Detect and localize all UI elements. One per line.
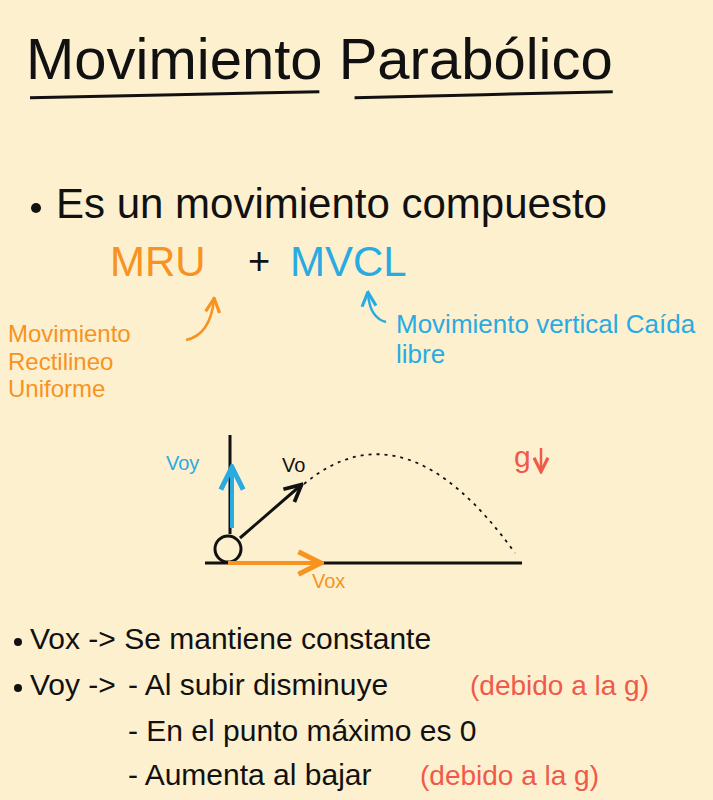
vox-vector — [228, 561, 318, 565]
leader-arrow — [186, 300, 214, 340]
projectile-ball — [215, 536, 241, 562]
vector-label: Voy — [166, 452, 199, 475]
bullet-dot — [14, 684, 22, 692]
vector-label: Vo — [282, 454, 305, 477]
acronym-meaning: Movimiento vertical Caída libre — [396, 310, 696, 370]
bullet-dot — [14, 638, 22, 646]
title-underline — [30, 92, 319, 98]
acronym: MRU — [110, 238, 206, 286]
note-text: Voy -> — [30, 668, 116, 703]
bullet-dot — [31, 203, 41, 213]
title-underline — [355, 92, 613, 98]
v0-vector — [240, 486, 300, 538]
vertical-axis — [229, 435, 232, 534]
gravity-arrow — [540, 448, 543, 470]
leader-arrow — [368, 294, 386, 322]
acronym: MVCL — [290, 238, 407, 286]
note-text: - Aumenta al bajar — [128, 758, 371, 793]
note-text: - En el punto máximo es 0 — [128, 714, 477, 749]
note-text: Vox -> Se mantiene constante — [30, 622, 431, 657]
vector-label: Vox — [312, 570, 345, 593]
note-remark: (debido a la g) — [470, 670, 649, 702]
voy-vector — [230, 470, 234, 528]
title-text: Movimiento Parabólico — [26, 26, 613, 93]
note-text: - Al subir disminuye — [128, 668, 388, 703]
bullet-text: Es un movimiento compuesto — [56, 180, 607, 228]
acronym-meaning: Movimiento Rectilineo Uniforme — [8, 320, 158, 403]
trajectory — [304, 454, 515, 553]
title-underlines — [30, 92, 613, 98]
gravity-label: g — [514, 440, 531, 475]
ground-line — [205, 562, 522, 565]
plus-sign: + — [248, 240, 270, 284]
note-remark: (debido a la g) — [420, 760, 599, 792]
